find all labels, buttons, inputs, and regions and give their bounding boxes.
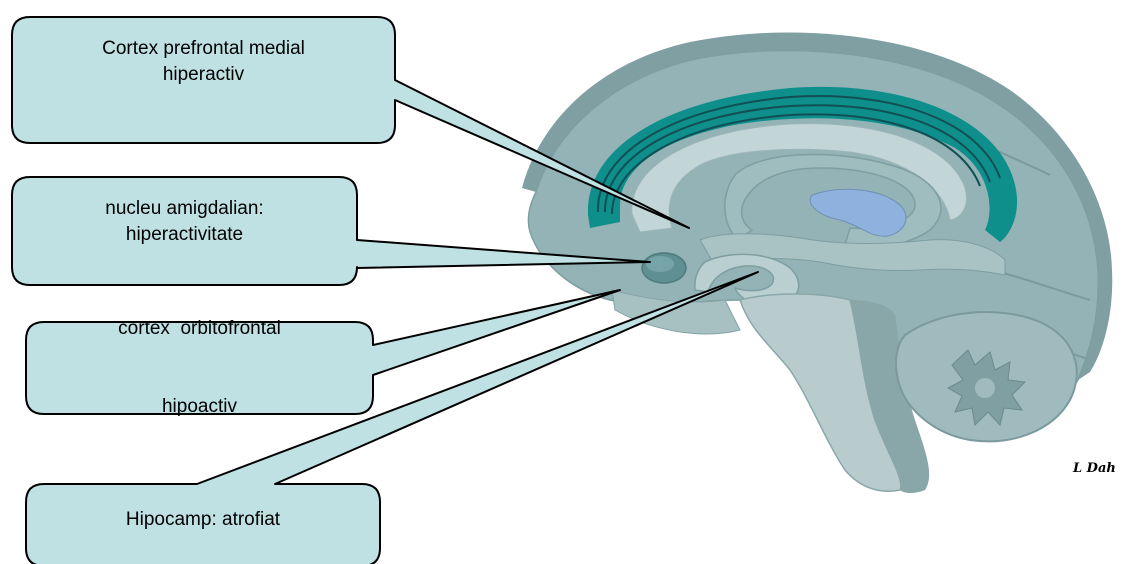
artist-signature: L Dah: [1072, 461, 1116, 476]
amygdala-highlight: [646, 256, 674, 272]
thalamus: [699, 233, 1006, 276]
brain-illustration: L Dah: [522, 32, 1116, 493]
callout-box: [11, 176, 651, 286]
callout-orbitofrontal: [25, 289, 621, 415]
callout-box: [25, 289, 621, 415]
callout-prefrontal: [11, 16, 690, 229]
callout-box: [25, 271, 759, 564]
callout-box: [11, 16, 690, 229]
cingulate-stripe: [596, 95, 1001, 213]
callout-amygdala: [11, 176, 651, 286]
brainstem-side: [850, 300, 930, 493]
cingulate-stripe: [611, 113, 981, 215]
cingulate-stripe: [603, 104, 991, 213]
corpus-callosum: [631, 123, 967, 233]
callout-hippocampus: [25, 271, 759, 564]
ventricle: [809, 188, 907, 237]
arbor-vitae-core: [975, 378, 995, 398]
cingulate-band: [587, 86, 1018, 242]
fornix: [724, 153, 942, 249]
